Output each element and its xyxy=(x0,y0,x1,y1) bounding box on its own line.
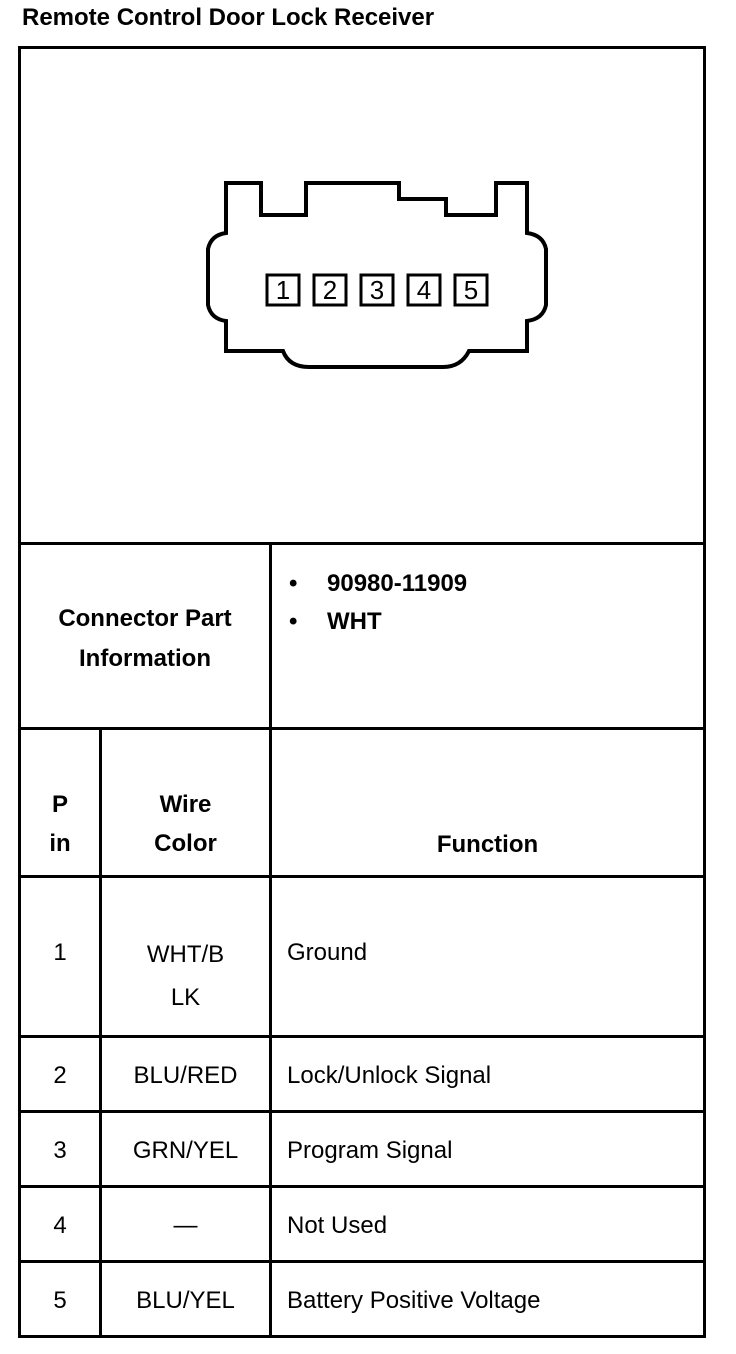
pin-label-4: 4 xyxy=(416,275,432,305)
pin-label-2: 2 xyxy=(322,275,338,305)
divider-diagram xyxy=(21,542,703,545)
row-1-wire: WHT/B LK xyxy=(102,933,269,1019)
row-1-function: Ground xyxy=(287,939,368,966)
pin-box-5 xyxy=(453,273,489,307)
divider-row-4 xyxy=(21,1260,703,1263)
header-pin-line2: in xyxy=(49,830,71,857)
part-info-label-line2: Information xyxy=(79,645,211,672)
part-info-label: Connector Part Information xyxy=(21,599,269,679)
row-2-wire: BLU/RED xyxy=(133,1062,238,1089)
connector-diagram: 1 2 3 4 5 xyxy=(21,49,703,545)
row-1-pin: 1 xyxy=(53,939,67,966)
row-1-wire-line2: LK xyxy=(170,984,201,1011)
pin-label-3: 3 xyxy=(369,275,385,305)
row-4-function: Not Used xyxy=(287,1212,388,1239)
pin-box-2 xyxy=(312,273,348,307)
bullet-icon: • xyxy=(289,570,298,597)
divider-row-2 xyxy=(21,1110,703,1113)
header-wire-line1: Wire xyxy=(159,791,212,818)
header-wire-color: Wire Color xyxy=(102,785,269,863)
part-number: 90980-11909 xyxy=(327,570,468,597)
row-5-pin: 5 xyxy=(53,1287,67,1314)
divider-part-info xyxy=(21,727,703,730)
connector-outline xyxy=(206,181,548,369)
pin-label-5: 5 xyxy=(463,275,479,305)
pin-box-4 xyxy=(406,273,442,307)
connector-frame: 1 2 3 4 5 Connector Part Information • 9… xyxy=(18,46,706,1338)
header-pin-line1: P xyxy=(51,791,68,818)
header-pin: P in xyxy=(21,785,99,863)
row-5-function: Battery Positive Voltage xyxy=(287,1287,541,1314)
column-divider-pin xyxy=(99,727,102,1335)
pin-label-1: 1 xyxy=(275,275,291,305)
pin-box-1 xyxy=(265,273,301,307)
part-info-list: • 90980-11909 • WHT xyxy=(289,565,467,641)
row-2-pin: 2 xyxy=(53,1062,67,1089)
row-3-wire: GRN/YEL xyxy=(132,1137,239,1164)
header-function: Function xyxy=(436,831,539,858)
row-1-wire-line1: WHT/B xyxy=(146,941,225,968)
part-color: WHT xyxy=(327,608,382,635)
part-info-item: • WHT xyxy=(289,603,467,641)
row-3-pin: 3 xyxy=(53,1137,67,1164)
part-info-label-line1: Connector Part xyxy=(58,605,232,632)
row-3-function: Program Signal xyxy=(287,1137,453,1164)
part-info-item: • 90980-11909 xyxy=(289,565,467,603)
row-4-pin: 4 xyxy=(53,1212,67,1239)
divider-header xyxy=(21,875,703,878)
row-5-wire: BLU/YEL xyxy=(136,1287,235,1314)
page-title: Remote Control Door Lock Receiver xyxy=(22,4,435,31)
row-2-function: Lock/Unlock Signal xyxy=(287,1062,492,1089)
column-divider-function xyxy=(269,542,272,1335)
pin-box-3 xyxy=(359,273,395,307)
row-4-wire: — xyxy=(173,1212,198,1239)
divider-row-3 xyxy=(21,1185,703,1188)
bullet-icon: • xyxy=(289,608,298,635)
header-wire-line2: Color xyxy=(154,830,217,857)
divider-row-1 xyxy=(21,1035,703,1038)
